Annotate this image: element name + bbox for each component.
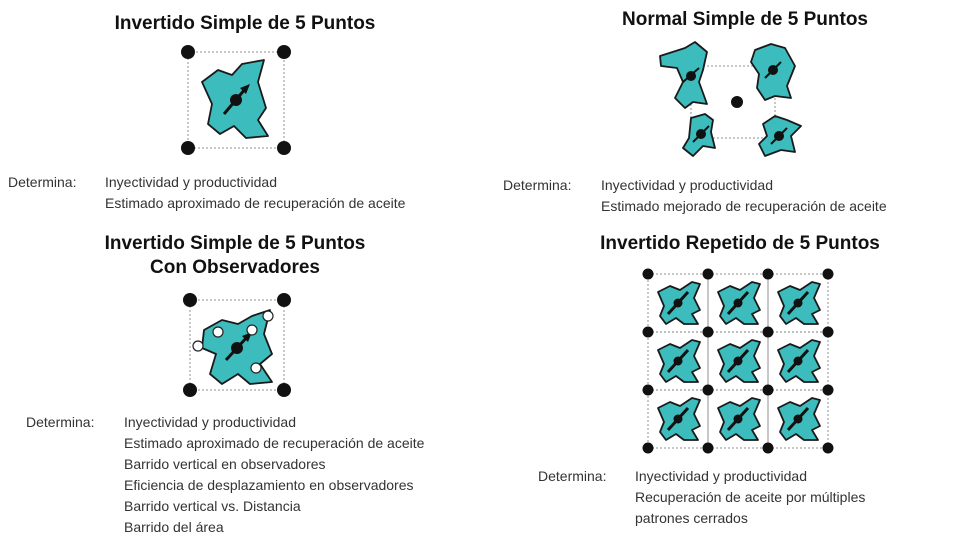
inverted-5-spot-observers-diagram	[183, 293, 291, 397]
injector-well	[642, 442, 654, 454]
injector-well	[822, 326, 834, 338]
panel-3-item: Inyectividad y productividad	[124, 414, 296, 430]
panel-1-item: Inyectividad y productividad	[105, 174, 277, 190]
injector-well	[642, 384, 654, 396]
panel-3-label: Determina:	[26, 414, 95, 430]
panel-4-title: Invertido Repetido de 5 Puntos	[600, 233, 880, 254]
injector-well	[822, 442, 834, 454]
panel-1-label: Determina:	[8, 174, 77, 190]
injector-well	[702, 326, 714, 338]
injector-well	[702, 442, 714, 454]
panel-3-title-line1: Invertido Simple de 5 Puntos	[104, 233, 366, 254]
injector-well	[762, 384, 774, 396]
inverted-5-spot-diagram	[181, 45, 291, 155]
injector-well	[762, 442, 774, 454]
panel-3-title: Invertido Simple de 5 Puntos Con Observa…	[50, 232, 420, 280]
panel-2-item: Estimado mejorado de recuperación de ace…	[601, 198, 887, 214]
injector-well	[822, 268, 834, 280]
panel-4-description: Determina: Inyectividad y productividad …	[538, 466, 958, 536]
normal-5-spot-diagram	[659, 41, 802, 157]
producer-well	[673, 414, 683, 424]
injector-well	[762, 268, 774, 280]
panel-4-item: patrones cerrados	[635, 510, 748, 526]
producer-well	[793, 414, 803, 424]
producer-well	[673, 298, 683, 308]
panel-1-title: Invertido Simple de 5 Puntos	[114, 13, 376, 34]
panel-4-item: Inyectividad y productividad	[635, 468, 807, 484]
producer-well	[793, 356, 803, 366]
producer-well	[733, 298, 743, 308]
panel-3-description: Determina: Inyectividad y productividad …	[26, 412, 506, 542]
injector-well	[642, 268, 654, 280]
injector-well	[822, 384, 834, 396]
injector-well	[642, 326, 654, 338]
panel-3-title-line2: Con Observadores	[150, 257, 320, 278]
producer-well	[733, 356, 743, 366]
panel-3-item: Eficiencia de desplazamiento en observad…	[124, 477, 414, 493]
panel-4-label: Determina:	[538, 468, 607, 484]
panel-3-item: Barrido vertical en observadores	[124, 456, 326, 472]
panel-3-item: Barrido vertical vs. Distancia	[124, 498, 301, 514]
pattern-cell-outline	[647, 389, 709, 449]
panel-3-item: Barrido del área	[124, 519, 224, 535]
panel-2-label: Determina:	[503, 177, 572, 193]
panel-1-description: Determina: Inyectividad y productividad …	[8, 172, 488, 222]
injector-well	[702, 384, 714, 396]
inverted-repeated-5-spot-diagram	[642, 268, 834, 454]
panel-3-item: Estimado aproximado de recuperación de a…	[124, 435, 425, 451]
producer-well	[733, 414, 743, 424]
producer-well	[673, 356, 683, 366]
injector-well	[762, 326, 774, 338]
panel-2-title: Normal Simple de 5 Puntos	[622, 9, 868, 30]
panel-2-item: Inyectividad y productividad	[601, 177, 773, 193]
producer-well	[793, 298, 803, 308]
panel-4-item: Recuperación de aceite por múltiples	[635, 489, 866, 505]
pattern-cell-outline	[707, 389, 769, 449]
panel-2-description: Determina: Inyectividad y productividad …	[503, 175, 953, 225]
pattern-cell-outline	[767, 389, 829, 449]
injector-well	[702, 268, 714, 280]
panel-1-item: Estimado aproximado de recuperación de a…	[105, 195, 406, 211]
